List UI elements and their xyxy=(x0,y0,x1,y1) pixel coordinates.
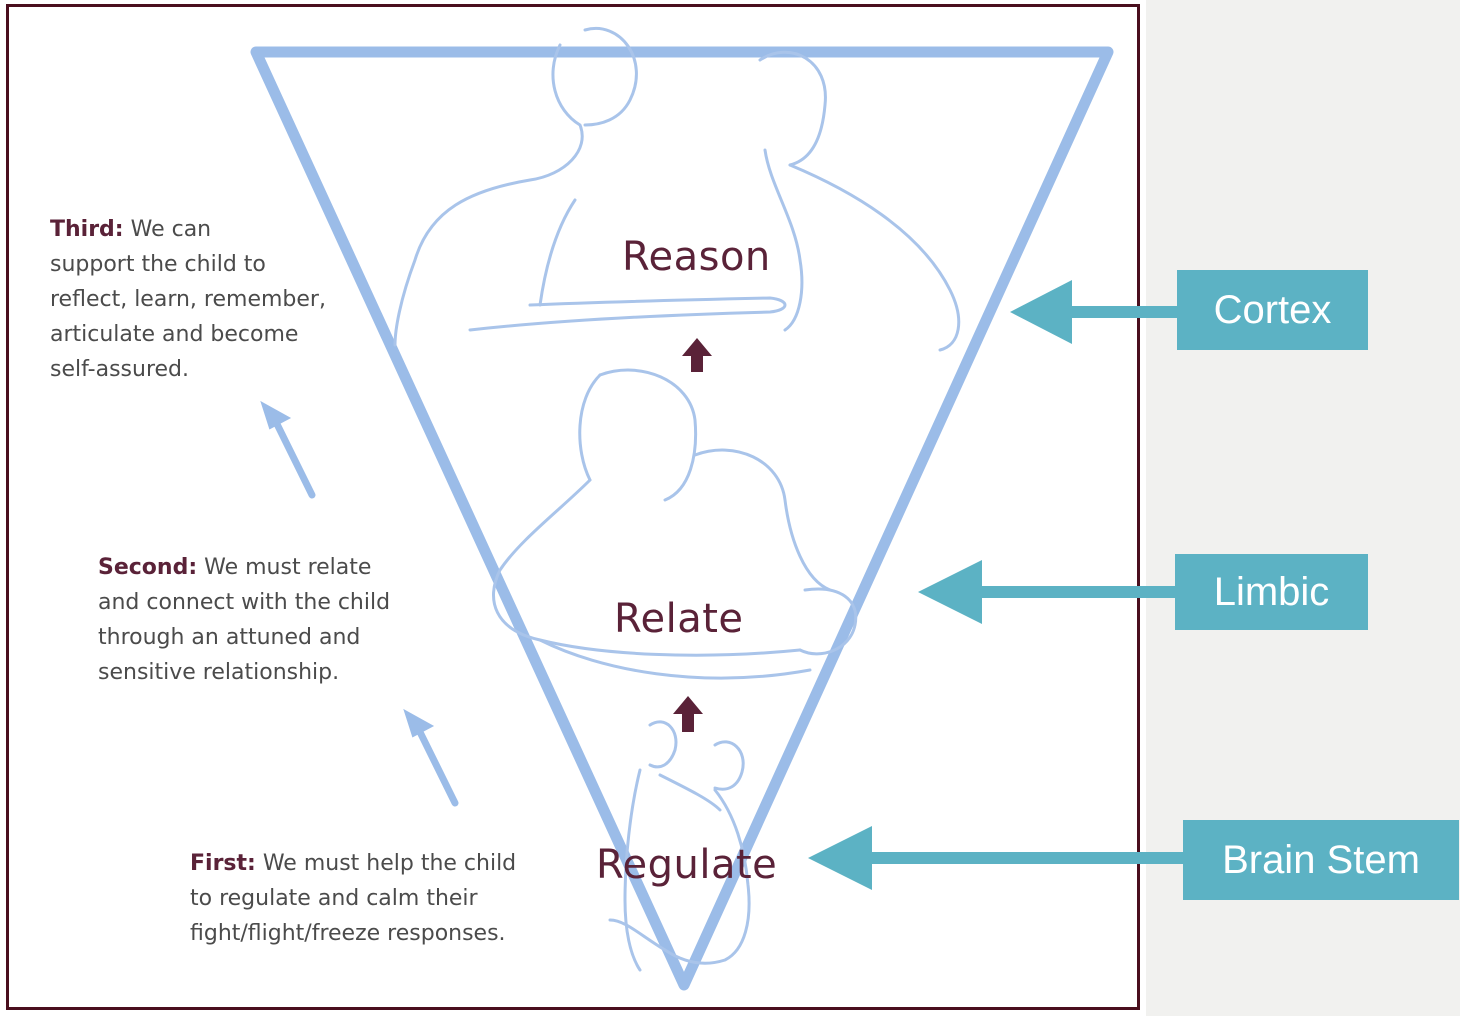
limbic-pointer-arrow-icon xyxy=(918,560,1180,624)
second-line-4: sensitive relationship. xyxy=(98,660,340,685)
third-description: Third: We can support the child to refle… xyxy=(50,212,326,387)
second-description: Second: We must relate and connect with … xyxy=(98,550,390,690)
progress-arrow-upper-icon xyxy=(260,400,316,499)
stage-label-relate: Relate xyxy=(614,596,744,642)
second-line-1: We must relate xyxy=(197,555,372,580)
cortex-pointer-arrow-icon xyxy=(1010,280,1180,344)
third-line-2: support the child to xyxy=(50,252,266,277)
second-line-3: through an attuned and xyxy=(98,625,361,650)
progress-arrow-lower-icon xyxy=(403,708,459,807)
second-lead: Second: xyxy=(98,555,198,580)
first-line-2: to regulate and calm their xyxy=(190,886,478,911)
arrow-up-relate-icon xyxy=(673,696,703,732)
third-line-5: self-assured. xyxy=(50,357,189,382)
third-line-4: articulate and become xyxy=(50,322,299,347)
arrow-up-reason-icon xyxy=(682,338,712,372)
third-lead: Third: xyxy=(50,217,124,242)
stage-label-regulate: Regulate xyxy=(596,842,778,888)
first-line-3: fight/flight/freeze responses. xyxy=(190,921,506,946)
first-description: First: We must help the child to regulat… xyxy=(190,846,516,951)
brain-stem-pointer-arrow-icon xyxy=(808,826,1185,890)
first-line-1: We must help the child xyxy=(255,851,517,876)
third-line-1: We can xyxy=(123,217,212,242)
relate-figures-illustration xyxy=(492,368,858,680)
region-label-limbic: Limbic xyxy=(1175,554,1368,630)
first-lead: First: xyxy=(190,851,256,876)
third-line-3: reflect, learn, remember, xyxy=(50,287,326,312)
region-label-cortex: Cortex xyxy=(1177,270,1368,350)
diagram-frame xyxy=(6,4,1140,1010)
stage-label-reason: Reason xyxy=(622,234,771,280)
second-line-2: and connect with the child xyxy=(98,590,391,615)
region-label-brain-stem: Brain Stem xyxy=(1183,820,1459,900)
reason-figures-illustration xyxy=(393,27,961,352)
regulate-figures-illustration xyxy=(608,720,751,972)
inverted-triangle xyxy=(250,46,1114,991)
